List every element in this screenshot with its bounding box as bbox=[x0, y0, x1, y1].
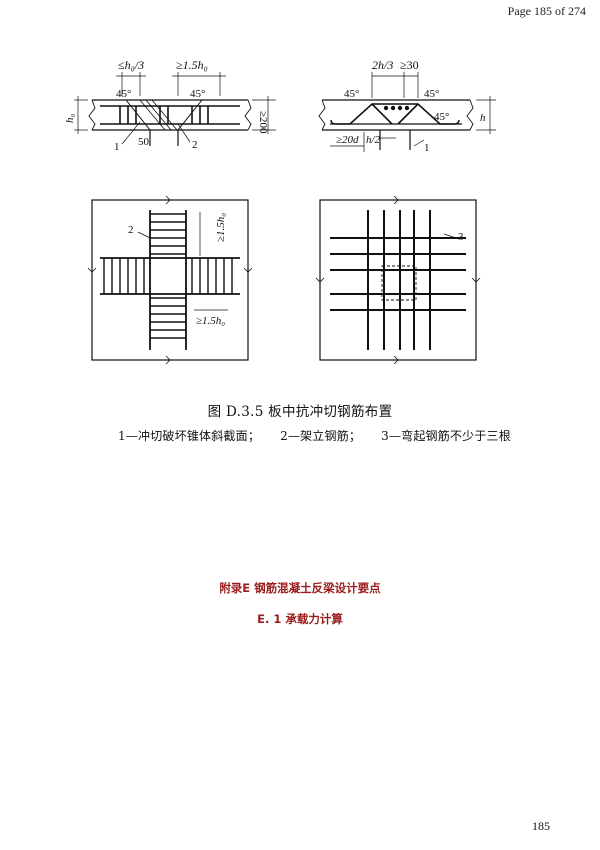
legend-item-1: 1—冲切破坏锥体斜截面； bbox=[118, 429, 261, 443]
left-callout-2: 2 bbox=[192, 139, 198, 151]
left-side-h0: h₀ bbox=[64, 114, 76, 124]
right-dim-30: ≥30 bbox=[400, 58, 419, 72]
left-side-200: ≥200 bbox=[257, 111, 269, 134]
figure-caption: 图 D.3.5 板中抗冲切钢筋布置 bbox=[207, 404, 393, 420]
right-dim-h2: h/2 bbox=[366, 134, 381, 146]
legend-item-2: 2—架立钢筋； bbox=[280, 429, 362, 443]
right-side-h: h bbox=[480, 112, 486, 124]
legend-item-3: 3—弯起钢筋不少于三根 bbox=[381, 429, 511, 443]
page-header: Page 185 of 274 bbox=[507, 4, 586, 18]
section-title: E. 1 承载力计算 bbox=[257, 612, 343, 626]
left-callout-1: 1 bbox=[114, 141, 120, 153]
page-number: 185 bbox=[532, 819, 550, 833]
left-section-drawing bbox=[74, 72, 276, 146]
left-plan-dim-vertical: ≥1.5h₀ bbox=[215, 213, 227, 242]
left-plan-callout-2: 2 bbox=[128, 224, 134, 236]
right-plan-callout-3: 3 bbox=[458, 231, 464, 243]
right-section-drawing bbox=[318, 72, 496, 152]
right-plan-drawing bbox=[315, 195, 481, 365]
right-angle-left: 45° bbox=[344, 88, 359, 100]
figure-d35: ≤h₀/3 ≥1.5h₀ 45° 45° h₀ ≥200 1 50 2 bbox=[64, 58, 496, 365]
left-angle-left: 45° bbox=[116, 88, 131, 100]
left-dim-top-left: ≤h₀/3 bbox=[118, 58, 144, 72]
left-plan-drawing bbox=[87, 195, 253, 365]
left-dim-top-right: ≥1.5h₀ bbox=[176, 58, 208, 72]
left-callout-50: 50 bbox=[138, 136, 150, 148]
left-plan-dim-lower: ≥1.5h₀ bbox=[196, 315, 225, 327]
appendix-title: 附录E 钢筋混凝土反梁设计要点 bbox=[219, 581, 381, 595]
figure-legend: 1—冲切破坏锥体斜截面； 2—架立钢筋； 3—弯起钢筋不少于三根 bbox=[118, 427, 527, 444]
right-section-bars bbox=[383, 105, 410, 111]
right-angle-lower: 45° bbox=[434, 111, 449, 123]
right-dim-20d: ≥20d bbox=[336, 134, 359, 146]
right-dim-2h3: 2h/3 bbox=[372, 58, 393, 72]
right-callout-1: 1 bbox=[424, 142, 430, 154]
right-angle-right: 45° bbox=[424, 88, 439, 100]
left-angle-right: 45° bbox=[190, 88, 205, 100]
